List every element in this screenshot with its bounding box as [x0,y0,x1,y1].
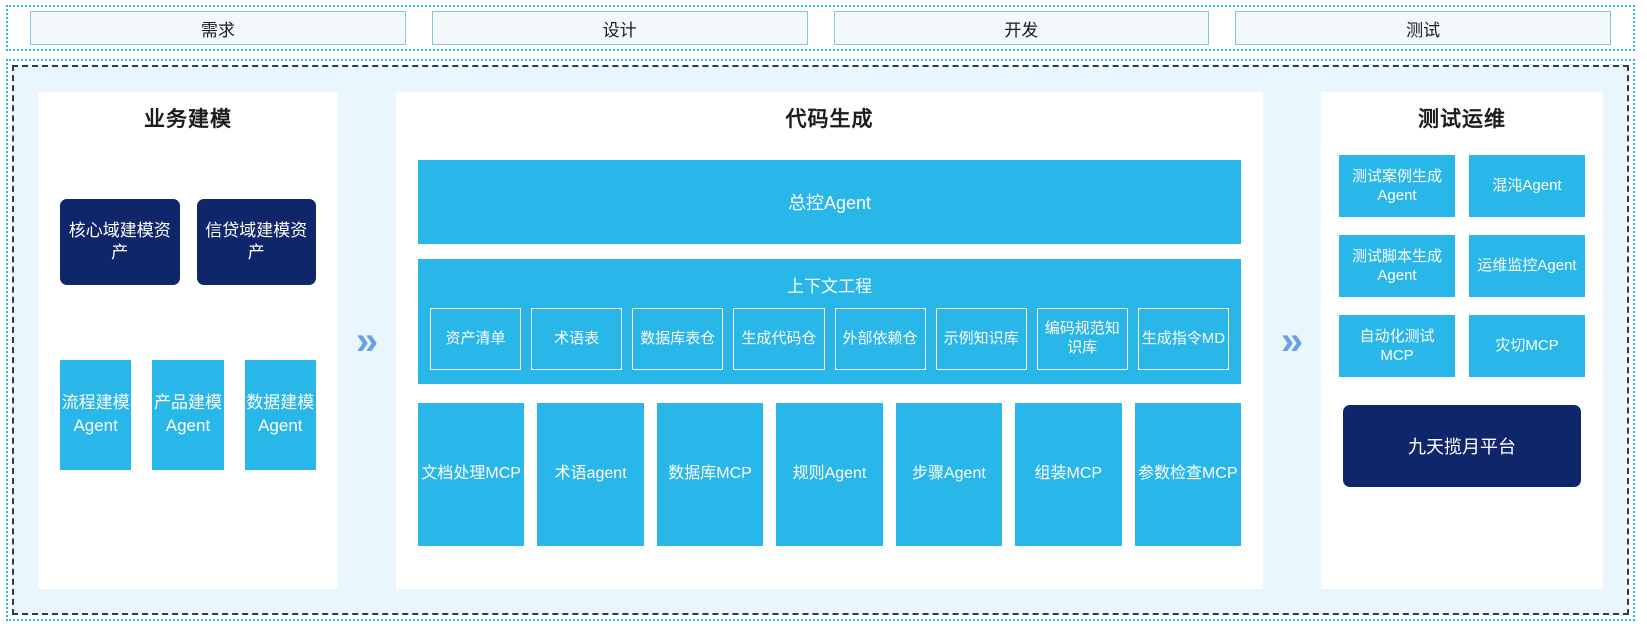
agent-card-process-modeling[interactable]: 流程建模Agent [60,360,132,470]
code-generation-tools-row: 文档处理MCP 术语agent 数据库MCP 规则Agent 步骤Agent 组… [418,403,1241,546]
card-ops-monitoring-agent[interactable]: 运维监控Agent [1469,235,1585,297]
card-test-script-generation-agent[interactable]: 测试脚本生成Agent [1339,235,1455,297]
context-item-generated-code-repo[interactable]: 生成代码仓 [733,308,825,370]
card-automated-test-mcp[interactable]: 自动化测试MCP [1339,315,1455,377]
context-item-external-dependency-repo[interactable]: 外部依赖仓 [834,308,926,370]
business-agents-row: 流程建模Agent 产品建模Agent 数据建模Agent [38,360,338,470]
asset-card-core-domain[interactable]: 核心域建模资产 [60,199,180,285]
context-item-generation-instruction-md[interactable]: 生成指令MD [1137,308,1229,370]
business-assets-row: 核心域建模资产 信贷域建模资产 [38,199,338,285]
phase-label: 需求 [200,20,235,40]
phase-box-requirements[interactable]: 需求 [30,11,406,45]
chevron-right-icon-1: » [355,318,379,363]
architecture-frame: 业务建模 核心域建模资产 信贷域建模资产 流程建模Agent 产品建模Agent… [6,59,1635,621]
context-item-coding-standard-knowledge-base[interactable]: 编码规范知识库 [1036,308,1128,370]
asset-card-credit-domain[interactable]: 信贷域建模资产 [196,199,316,285]
phase-label: 开发 [1004,20,1039,40]
context-engineering-title: 上下文工程 [787,277,872,296]
panel-business-modeling: 业务建模 核心域建模资产 信贷域建模资产 流程建模Agent 产品建模Agent… [38,92,338,589]
master-control-agent-bar[interactable]: 总控Agent [418,160,1241,244]
platform-card-jiutian-lanyue[interactable]: 九天揽月平台 [1343,405,1581,487]
agent-card-product-modeling[interactable]: 产品建模Agent [152,360,224,470]
context-item-db-table-repo[interactable]: 数据库表仓 [632,308,724,370]
architecture-inner-frame: 业务建模 核心域建模资产 信贷域建模资产 流程建模Agent 产品建模Agent… [12,65,1629,615]
card-chaos-agent[interactable]: 混沌Agent [1469,155,1585,217]
panel-title-business-modeling: 业务建模 [144,108,232,131]
panel-code-generation: 代码生成 总控Agent 上下文工程 资产清单 术语表 数据库表仓 生成代码仓 … [396,92,1263,589]
context-engineering-block: 上下文工程 资产清单 术语表 数据库表仓 生成代码仓 外部依赖仓 示例知识库 编… [418,259,1241,384]
architecture-lane: 业务建模 核心域建模资产 信贷域建模资产 流程建模Agent 产品建模Agent… [14,67,1627,613]
phase-box-design[interactable]: 设计 [431,11,808,45]
phase-label: 设计 [602,20,637,40]
panel-title-test-operations: 测试运维 [1418,108,1506,131]
context-item-asset-inventory[interactable]: 资产清单 [430,308,522,370]
code-generation-stack: 总控Agent 上下文工程 资产清单 术语表 数据库表仓 生成代码仓 外部依赖仓… [396,160,1263,546]
phase-strip: 需求 设计 开发 测试 [6,5,1635,51]
panel-title-code-generation: 代码生成 [785,108,874,131]
tool-card-document-processing-mcp[interactable]: 文档处理MCP [418,403,525,546]
agent-card-data-modeling[interactable]: 数据建模Agent [244,360,316,470]
context-engineering-items: 资产清单 术语表 数据库表仓 生成代码仓 外部依赖仓 示例知识库 编码规范知识库… [430,308,1229,370]
panel-test-operations: 测试运维 测试案例生成Agent 混沌Agent 测试脚本生成Agent 运维监… [1321,92,1603,589]
card-test-case-generation-agent[interactable]: 测试案例生成Agent [1339,155,1455,217]
tool-card-glossary-agent[interactable]: 术语agent [537,403,644,546]
chevron-right-icon-2: » [1280,318,1304,363]
phase-box-testing[interactable]: 测试 [1235,11,1611,45]
tool-card-assembly-mcp[interactable]: 组装MCP [1015,403,1122,546]
context-item-glossary[interactable]: 术语表 [531,308,623,370]
test-operations-grid: 测试案例生成Agent 混沌Agent 测试脚本生成Agent 运维监控Agen… [1321,155,1603,377]
tool-card-step-agent[interactable]: 步骤Agent [895,403,1003,546]
tool-card-database-mcp[interactable]: 数据库MCP [656,403,764,546]
context-item-example-knowledge-base[interactable]: 示例知识库 [935,308,1027,370]
phase-box-development[interactable]: 开发 [833,11,1210,45]
tool-card-parameter-check-mcp[interactable]: 参数检查MCP [1134,403,1241,546]
card-disaster-switch-mcp[interactable]: 灾切MCP [1469,315,1585,377]
phase-label: 测试 [1406,20,1441,40]
tool-card-rule-agent[interactable]: 规则Agent [776,403,883,546]
